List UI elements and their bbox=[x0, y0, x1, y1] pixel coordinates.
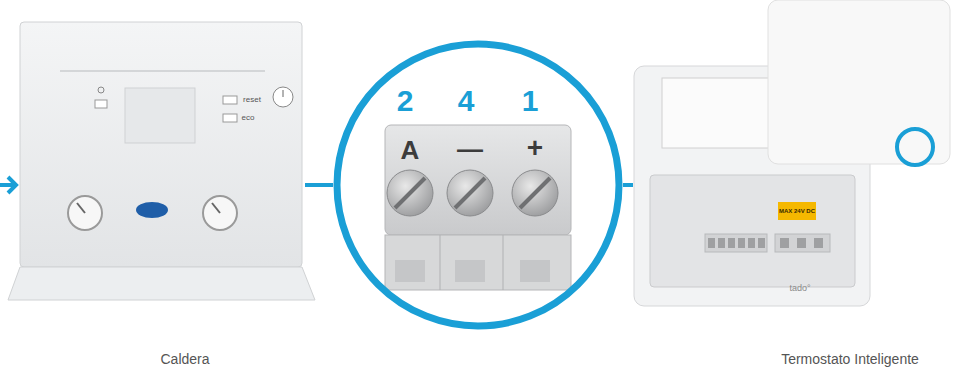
inlet-arrow bbox=[0, 177, 16, 193]
warning-label: MAX 24V DC bbox=[779, 208, 815, 214]
node-caption: Termostato Inteligente bbox=[781, 352, 919, 367]
brand-mark: tado° bbox=[789, 284, 810, 293]
connector-line bbox=[623, 183, 633, 187]
terminal-detail-circle: 2 4 1A — + bbox=[333, 40, 623, 330]
terminal-symbol: + bbox=[527, 133, 543, 164]
terminal-number: 1 bbox=[522, 84, 539, 117]
thermostat-box: Termostato Inteligente bbox=[633, 0, 948, 372]
node-caption: Caldera bbox=[160, 352, 209, 367]
boiler-box: Caldera bbox=[5, 15, 305, 372]
circle-outline bbox=[333, 40, 623, 330]
connector-line bbox=[305, 183, 333, 187]
boiler-illustration bbox=[8, 22, 315, 300]
terminal-number: 2 bbox=[397, 84, 414, 117]
button-label: eco bbox=[242, 114, 255, 122]
thermostat-illustration bbox=[634, 0, 950, 306]
button-label: reset bbox=[243, 96, 261, 104]
terminal-symbol: — bbox=[457, 135, 483, 164]
terminal-block bbox=[385, 125, 571, 290]
terminal-symbol: A bbox=[401, 136, 420, 165]
terminal-number: 4 bbox=[458, 84, 475, 117]
